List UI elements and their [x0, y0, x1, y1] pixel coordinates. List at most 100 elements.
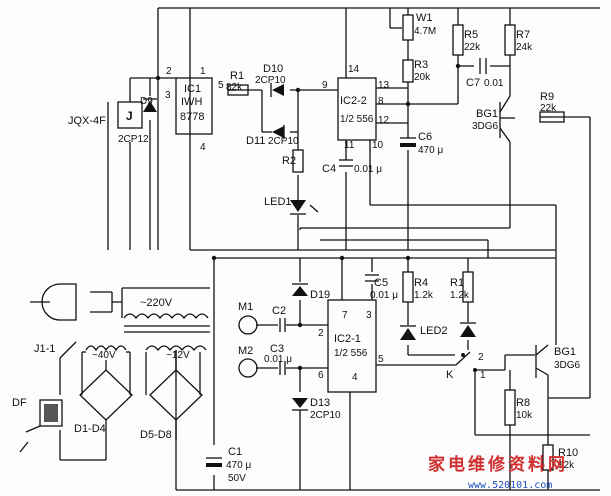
watermark-text: 家电维修资料网 [428, 454, 568, 475]
wires [59, 7, 600, 491]
d13-label: D13 [310, 397, 330, 409]
bg1-top-type: 3DG6 [472, 121, 499, 132]
k-switch [455, 351, 477, 372]
watermark-url: www.520101.com [468, 480, 552, 491]
r9-resistor [539, 111, 565, 123]
df-label: DF [12, 397, 27, 409]
r3-resistor [402, 59, 414, 83]
bg1-bottom-type: 3DG6 [554, 360, 581, 371]
r8-resistor [504, 389, 516, 426]
r1-value: 82k [226, 82, 243, 93]
c4-label: C4 [322, 163, 336, 175]
secondary-40v: ~40V [92, 350, 116, 361]
ic2-1-pin2: 2 [318, 328, 324, 339]
d9-label: D9 [140, 96, 153, 107]
led2-label: LED2 [420, 325, 448, 337]
bg1-top-label: BG1 [476, 108, 498, 120]
r1-label: R1 [230, 70, 244, 82]
ic2-2-pin13: 13 [378, 80, 390, 91]
ic2-2-pin9: 9 [322, 80, 328, 91]
r7-label: R7 [516, 29, 530, 41]
bridge-d1-d4 [79, 369, 133, 421]
ic1-pin3: 3 [165, 90, 171, 101]
r1b-value: 1.2k [450, 290, 470, 301]
ic1-pin2: 2 [166, 66, 172, 77]
d19-label: D19 [310, 289, 330, 301]
c3-value: 0.01 μ [264, 354, 292, 365]
ic2-2-body [337, 77, 377, 141]
secondary-12v: ~12V [166, 350, 190, 361]
bg1-bottom-label: BG1 [554, 346, 576, 358]
k-label: K [446, 369, 454, 381]
ic1-pin1: 1 [200, 66, 206, 77]
d10-label: D10 [263, 63, 283, 75]
r4-value: 1.2k [414, 290, 434, 301]
w1-label: W1 [416, 12, 433, 24]
c5-label: C5 [374, 277, 388, 289]
d11-diode [272, 125, 285, 139]
ic2-1-pin7: 7 [342, 310, 348, 321]
c1-voltage: 50V [228, 473, 246, 484]
k-pin1: 1 [480, 370, 486, 381]
c6-value: 470 μ [418, 145, 443, 156]
r9-value: 22k [540, 103, 557, 114]
ic2-1-label: IC2-1 [334, 333, 361, 345]
r5-resistor [452, 24, 464, 56]
c5-capacitor [365, 274, 379, 282]
d13-diode [292, 398, 308, 411]
r7-value: 24k [516, 42, 533, 53]
r1-1.2k-resistor [462, 271, 474, 303]
ic2-1-pin5: 5 [378, 354, 384, 365]
ic2-2-pin10: 10 [372, 140, 384, 151]
d10-type: 2CP10 [255, 75, 286, 86]
ic1-body [175, 77, 213, 135]
r7-resistor [504, 24, 516, 56]
m1-microphone-icon [238, 315, 258, 335]
led1-diode [290, 200, 319, 215]
w1-value: 4.7M [414, 26, 436, 37]
ic1-pin5: 5 [218, 80, 224, 91]
c1-capacitor [206, 457, 222, 467]
c3-label: C3 [270, 343, 284, 355]
c4-capacitor [339, 159, 353, 167]
transformer [85, 287, 210, 352]
r1-resistor [227, 84, 249, 96]
plug-icon [30, 283, 77, 321]
c6-label: C6 [418, 131, 432, 143]
led2-diode [400, 325, 416, 340]
r10-value: 12k [558, 460, 575, 471]
r1b-label: R1 [450, 277, 464, 289]
c4-value: 0.01 μ [354, 164, 382, 175]
ic1-num: 8778 [180, 111, 204, 123]
c7-label: C7 [466, 77, 480, 89]
ic2-2-pin12: 12 [378, 115, 390, 126]
ic1-pin4: 4 [200, 142, 206, 153]
r5-value: 22k [464, 42, 481, 53]
relay-name: JQX-4F [68, 115, 106, 127]
r8-value: 10k [516, 410, 533, 421]
d11-label: D11 [246, 135, 265, 147]
led2-b-diode [460, 322, 476, 337]
junction-dots [155, 63, 461, 371]
d9-type: 2CP12 [118, 134, 149, 145]
ic2-2-type: 1/2 556 [340, 114, 374, 125]
d11-type: 2CP10 [268, 136, 299, 147]
r2-resistor [292, 149, 304, 173]
c6-capacitor [400, 137, 416, 147]
r8-label: R8 [516, 397, 530, 409]
c1-label: C1 [228, 446, 242, 458]
k-pin2: 2 [478, 352, 484, 363]
c2-label: C2 [272, 305, 286, 317]
c7-capacitor [479, 58, 487, 74]
c2-capacitor [279, 318, 286, 332]
ic2-1-pin6: 6 [318, 370, 324, 381]
r9-label: R9 [540, 91, 554, 103]
ic2-1-type: 1/2 556 [334, 348, 368, 359]
ic1-label: IC1 [184, 83, 201, 95]
bg1-bottom-transistor [535, 344, 549, 378]
j1-1-switch [59, 341, 77, 359]
c3-capacitor [279, 361, 286, 375]
m2-label: M2 [238, 345, 253, 357]
d10-diode [270, 83, 284, 97]
